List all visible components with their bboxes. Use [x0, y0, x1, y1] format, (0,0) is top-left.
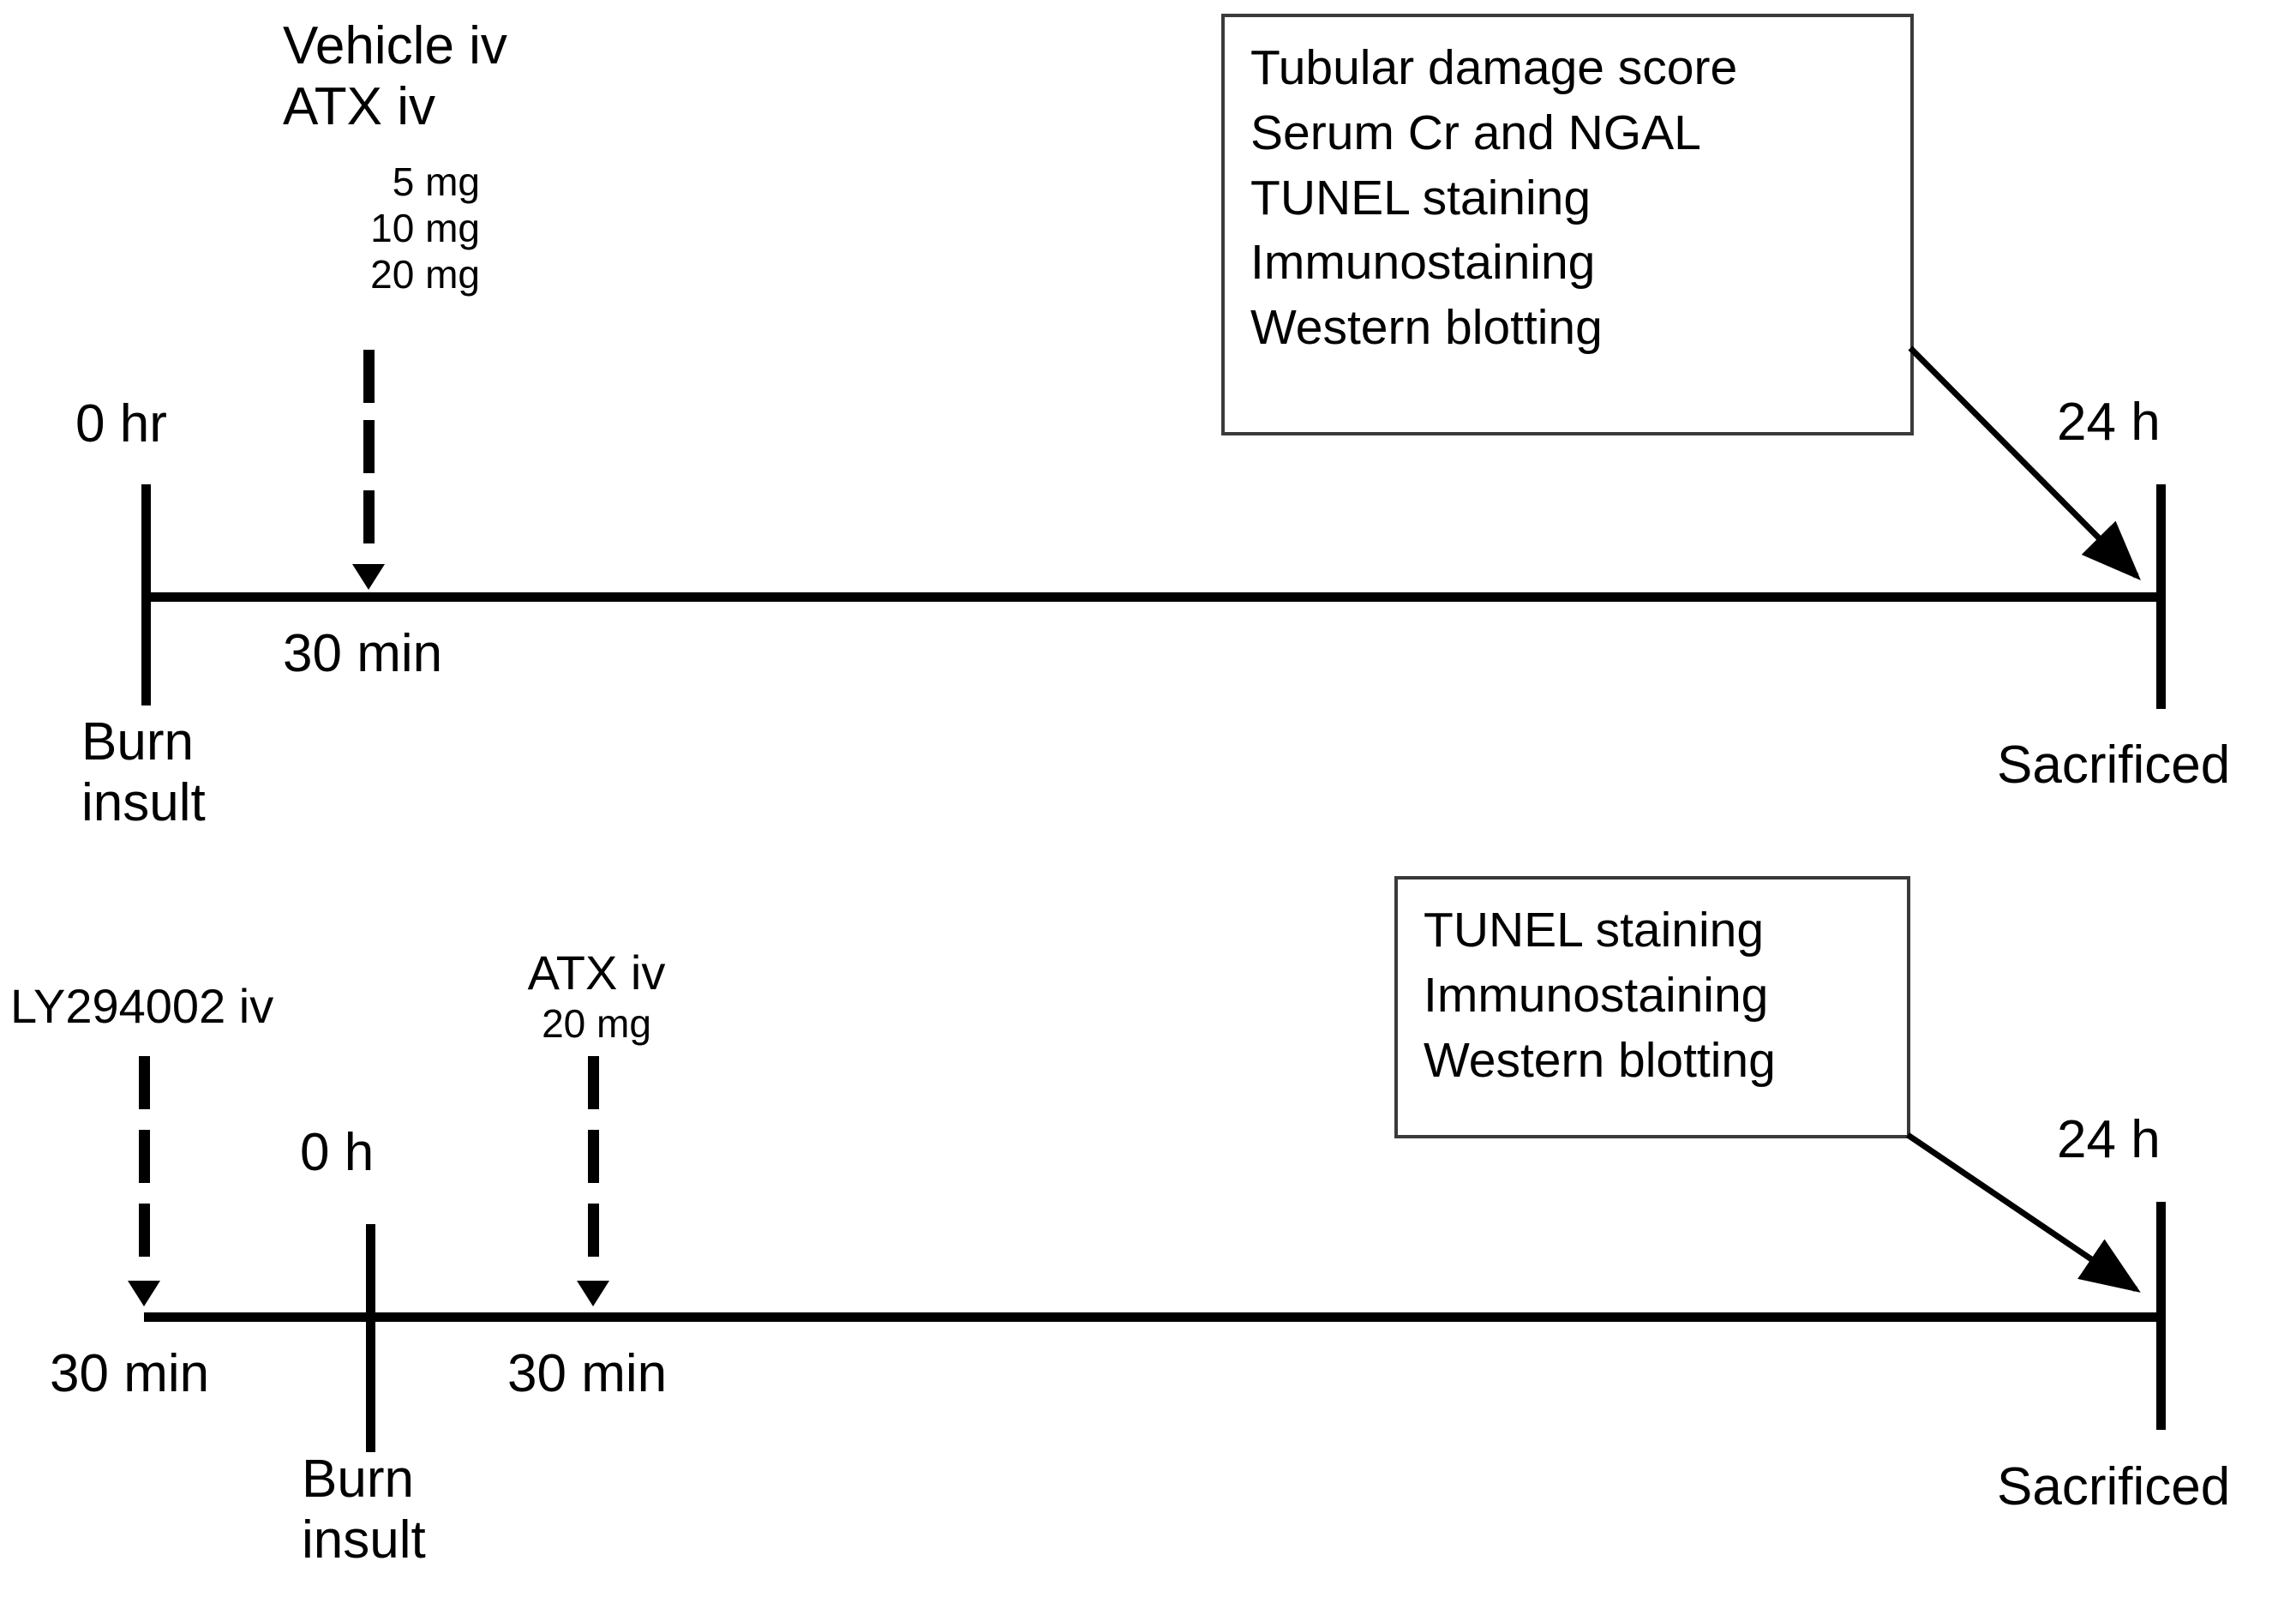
top-treatment-line1: Vehicle iv [283, 16, 507, 75]
top-start-event-line2: insult [81, 773, 206, 832]
bottom-end-event-label: Sacrificed [1997, 1457, 2231, 1516]
bottom-treatment-dose: 20 mg [542, 1001, 651, 1046]
top-start-event-label: Burn insult [81, 711, 206, 833]
bottom-assay-item-0: TUNEL staining [1424, 903, 1765, 958]
top-treatment-line2: ATX iv [283, 77, 435, 136]
top-start-event-line1: Burn [81, 712, 194, 771]
bottom-axis-end-label: 24 h [2057, 1110, 2161, 1169]
top-dose-2: 20 mg [370, 252, 480, 297]
top-axis-start-label: 0 hr [75, 394, 167, 453]
top-assay-item-4: Western blotting [1250, 300, 1603, 356]
top-assay-box: Tubular damage score Serum Cr and NGAL T… [1221, 14, 1914, 435]
top-dose-list: 5 mg 10 mg 20 mg [283, 159, 480, 297]
top-axis-end-tick [2156, 484, 2166, 709]
bottom-treatment-line1: ATX iv [527, 946, 666, 1000]
bottom-start-event-line1: Burn [302, 1450, 414, 1509]
top-box-to-endpoint-arrow-icon [1908, 345, 2141, 580]
top-dose-1: 10 mg [370, 206, 480, 250]
top-axis-end-label: 24 h [2057, 393, 2161, 452]
bottom-assay-item-2: Western blotting [1424, 1032, 1776, 1088]
bottom-pretreatment-label: LY294002 iv [10, 979, 274, 1033]
bottom-axis-burn-tick [366, 1224, 375, 1452]
bottom-interval-label-right: 30 min [507, 1344, 668, 1403]
top-assay-item-2: TUNEL staining [1250, 170, 1592, 225]
bottom-interval-label-left: 30 min [50, 1344, 210, 1403]
bottom-start-event-label: Burn insult [302, 1449, 426, 1570]
bottom-start-event-line2: insult [302, 1510, 426, 1570]
bottom-axis-start-label: 0 h [300, 1123, 375, 1182]
bottom-treatment-label: ATX iv 20 mg [511, 945, 682, 1047]
top-treatment-label: Vehicle iv ATX iv [283, 15, 507, 137]
bottom-assay-item-1: Immunostaining [1424, 967, 1769, 1023]
top-assay-item-1: Serum Cr and NGAL [1250, 105, 1701, 160]
bottom-box-to-endpoint-arrow-icon [1906, 1132, 2141, 1293]
bottom-axis-end-tick [2156, 1202, 2166, 1430]
top-dose-0: 5 mg [392, 159, 480, 204]
top-assay-item-3: Immunostaining [1250, 235, 1596, 291]
top-axis-start-tick [141, 484, 151, 705]
bottom-assay-box: TUNEL staining Immunostaining Western bl… [1394, 876, 1910, 1138]
top-assay-item-0: Tubular damage score [1250, 40, 1738, 95]
top-interval-label: 30 min [283, 624, 443, 683]
top-end-event-label: Sacrificed [1997, 735, 2231, 795]
top-timeline-axis [141, 592, 2166, 602]
bottom-timeline-axis [144, 1312, 2166, 1322]
